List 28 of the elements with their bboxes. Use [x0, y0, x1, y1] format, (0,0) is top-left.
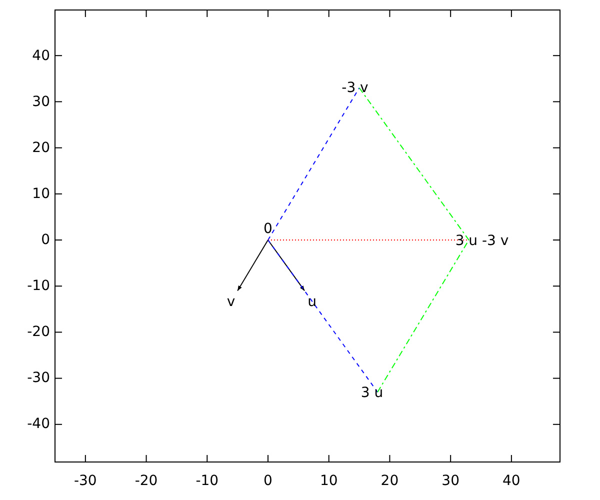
- dashed-line: [268, 240, 378, 393]
- x-tick-label: 0: [264, 473, 272, 489]
- y-tick-label: -20: [27, 324, 50, 340]
- point-label: u: [308, 294, 316, 310]
- x-tick-label: 10: [320, 473, 338, 489]
- point-label: 0: [264, 221, 272, 237]
- y-tick-label: -40: [27, 416, 50, 432]
- y-tick-label: 20: [32, 140, 50, 156]
- vector-arrow: [237, 240, 268, 292]
- x-tick-label: 30: [442, 473, 460, 489]
- y-tick-label: 40: [32, 48, 50, 64]
- y-tick-label: -10: [27, 278, 50, 294]
- point-label: 3 u: [360, 385, 384, 401]
- point-label: 3 u -3 v: [455, 233, 509, 249]
- dashed-line: [358, 87, 470, 240]
- y-tick-label: -30: [27, 370, 50, 386]
- dashed-line: [268, 87, 360, 240]
- y-tick-label: 0: [41, 232, 50, 248]
- dashed-line: [377, 240, 470, 393]
- x-tick-label: -10: [196, 473, 219, 489]
- x-tick-label: -20: [134, 473, 158, 489]
- point-label: -3 v: [342, 80, 368, 96]
- y-tick-label: 10: [32, 186, 50, 202]
- x-tick-label: -30: [74, 473, 97, 489]
- point-label: v: [226, 294, 236, 310]
- x-tick-label: 20: [380, 473, 399, 489]
- y-tick-label: 30: [32, 94, 50, 110]
- x-tick-label: 40: [502, 473, 520, 489]
